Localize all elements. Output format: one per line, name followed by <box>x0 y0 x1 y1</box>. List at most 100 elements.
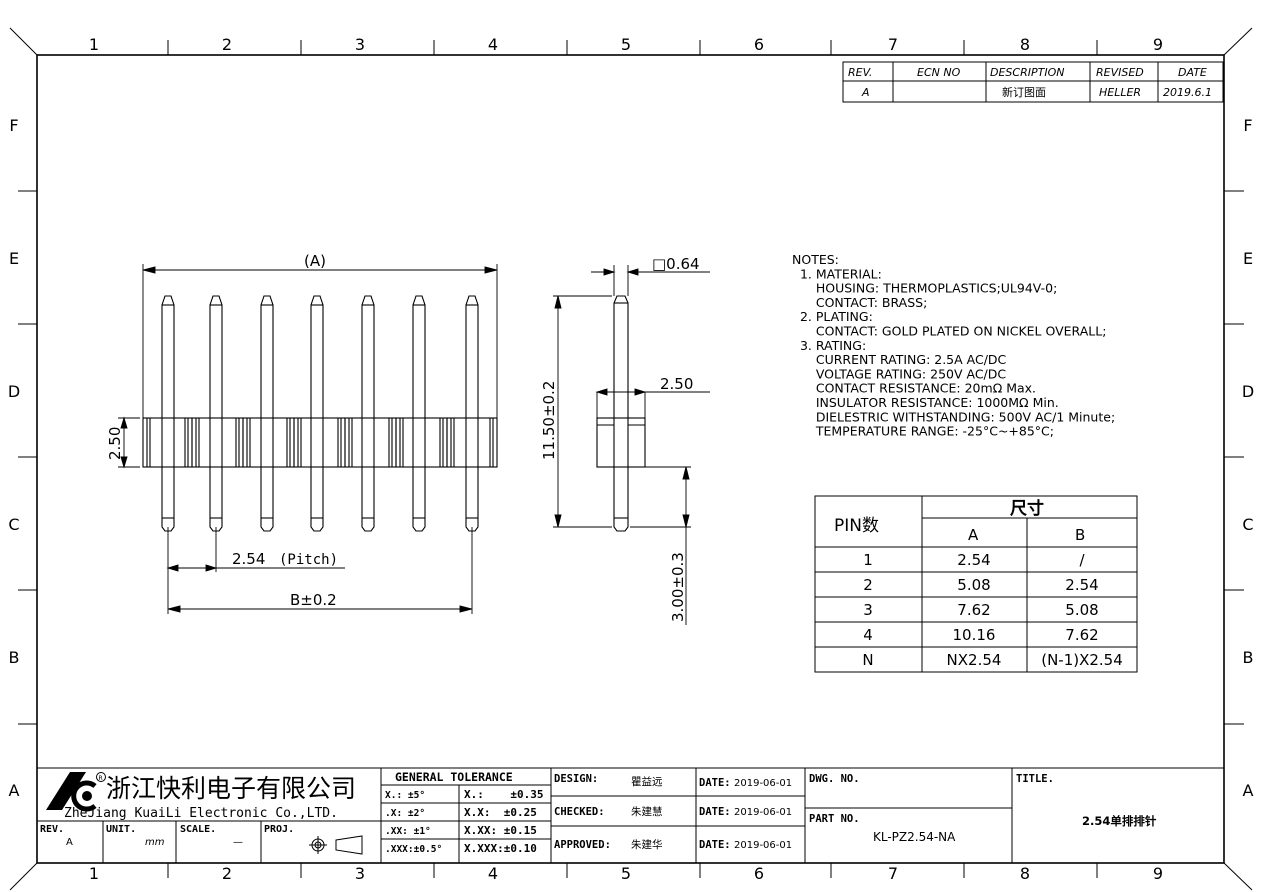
design-date: 2019-06-01 <box>734 778 792 789</box>
unit-value: mm <box>145 837 165 848</box>
grid-row-label-right: B <box>1243 648 1254 667</box>
dim-table-lines <box>814 495 1138 673</box>
front-view <box>142 295 498 532</box>
date-value: 2019.6.1 <box>1163 86 1212 99</box>
note-line: 1. MATERIAL: <box>792 266 882 281</box>
grid-ticks <box>18 40 1244 878</box>
front-dimensions <box>118 264 498 614</box>
dim-body-width: 2.50 <box>660 375 693 393</box>
grid-col-label-bottom: 4 <box>488 864 498 883</box>
pin <box>260 295 274 532</box>
pin <box>161 295 175 532</box>
registered-mark: R <box>99 775 103 782</box>
dim-pitch-value: 2.54 <box>232 550 265 568</box>
dim-table-cell: N <box>862 651 873 669</box>
note-line: INSULATOR RESISTANCE: 1000MΩ Min. <box>792 395 1059 410</box>
grid-row-label-right: F <box>1243 116 1252 135</box>
grid-row-label-right: D <box>1242 382 1254 401</box>
dim-table-cell: / <box>1079 551 1085 569</box>
housing-cell <box>446 417 498 468</box>
grid-col-label-bottom: 3 <box>355 864 365 883</box>
part-no-label: PART NO. <box>809 813 860 825</box>
tolerance-header: GENERAL TOLERANCE <box>395 770 513 784</box>
grid-col-label-bottom: 9 <box>1153 864 1163 883</box>
rev-header: REV. <box>848 66 872 79</box>
date-header: DATE <box>1178 66 1207 79</box>
projection-symbol-icon <box>309 835 363 855</box>
dim-pitch-word: (Pitch) <box>279 552 338 568</box>
grid-row-label-left: E <box>9 249 19 268</box>
note-line: 2. PLATING: <box>792 309 873 324</box>
dim-table-cell: (N-1)X2.54 <box>1041 651 1123 669</box>
dim-table-cell: 5.08 <box>957 576 990 594</box>
dim-table-cell: NX2.54 <box>947 651 1002 669</box>
dim-table-cell: 1 <box>863 551 873 569</box>
col-a-header: A <box>968 526 979 544</box>
dim-table-cell: 3 <box>863 601 873 619</box>
sheet-border <box>9 27 1253 891</box>
title-label: TITLE. <box>1016 773 1054 785</box>
dim-table-cell: 5.08 <box>1065 601 1098 619</box>
front-dim-text: (A) 2.54 (Pitch) B±0.2 2.50 <box>106 252 338 609</box>
pin <box>310 295 324 532</box>
title-value: 2.54单排排针 <box>1082 814 1157 828</box>
grid-row-label-left: F <box>9 116 18 135</box>
note-line: DIELESTRIC WITHSTANDING: 500V AC/1 Minut… <box>792 409 1115 424</box>
note-line: VOLTAGE RATING: 250V AC/DC <box>792 366 1006 381</box>
tolerance-linear: X.XX: ±0.15 <box>464 824 537 837</box>
dim-a-label: (A) <box>304 252 326 270</box>
description-value: 新订图面 <box>1002 85 1046 99</box>
dim-b-label: B±0.2 <box>290 591 337 609</box>
notes-block: NOTES: 1. MATERIAL: HOUSING: THERMOPLAST… <box>792 252 1115 439</box>
grid-col-label-top: 6 <box>754 35 764 54</box>
pin <box>465 295 479 532</box>
dim-table-cell: 2 <box>863 576 873 594</box>
rev-value: A <box>861 86 870 99</box>
design-label: DESIGN: <box>554 773 598 785</box>
approved-date-label: DATE: <box>699 839 731 851</box>
grid-col-label-bottom: 7 <box>888 864 898 883</box>
side-dimensions <box>553 265 710 625</box>
checked-label: CHECKED: <box>554 806 605 818</box>
note-line: CONTACT: BRASS; <box>792 295 927 310</box>
side-view <box>596 295 646 532</box>
checked-value: 朱建慧 <box>631 805 663 818</box>
note-line: TEMPERATURE RANGE: -25°C~+85°C; <box>792 424 1054 439</box>
company-logo: R <box>46 772 106 812</box>
dim-square: □0.64 <box>652 255 700 273</box>
pin <box>412 295 426 532</box>
unit-label: UNIT. <box>106 824 136 835</box>
grid-row-label-right: A <box>1243 781 1254 800</box>
tolerance-angle: .XX: ±1° <box>385 826 431 837</box>
description-header: DESCRIPTION <box>990 66 1064 79</box>
tolerance-angle: .XXX:±0.5° <box>385 844 442 855</box>
col-b-header: B <box>1075 526 1085 544</box>
pin <box>361 295 375 532</box>
revision-block <box>842 61 1224 103</box>
grid-col-label-top: 5 <box>621 35 631 54</box>
grid-col-label-bottom: 6 <box>754 864 764 883</box>
grid-row-label-left: B <box>9 648 20 667</box>
rev-label: REV. <box>40 824 64 835</box>
scale-value: — <box>233 837 243 848</box>
note-line: CONTACT RESISTANCE: 20mΩ Max. <box>792 381 1036 396</box>
grid-col-label-top: 3 <box>355 35 365 54</box>
grid-row-label-left: D <box>8 382 20 401</box>
note-line: NOTES: <box>792 252 839 267</box>
checked-date: 2019-06-01 <box>734 807 792 818</box>
size-header: 尺寸 <box>1010 498 1044 519</box>
grid-col-label-top: 7 <box>888 35 898 54</box>
grid-col-label-bottom: 1 <box>89 864 99 883</box>
title-block-lines <box>37 767 1224 863</box>
dim-table-cell: 7.62 <box>957 601 990 619</box>
grid-row-label-left: A <box>9 781 20 800</box>
tolerance-linear: X.: ±0.35 <box>464 788 543 801</box>
grid-col-label-top: 2 <box>222 35 232 54</box>
tolerance-linear: X.X: ±0.25 <box>464 806 537 819</box>
grid-col-label-top: 9 <box>1153 35 1163 54</box>
revised-value: HELLER <box>1099 86 1141 99</box>
checked-date-label: DATE: <box>699 806 731 818</box>
note-line: 3. RATING: <box>792 338 866 353</box>
